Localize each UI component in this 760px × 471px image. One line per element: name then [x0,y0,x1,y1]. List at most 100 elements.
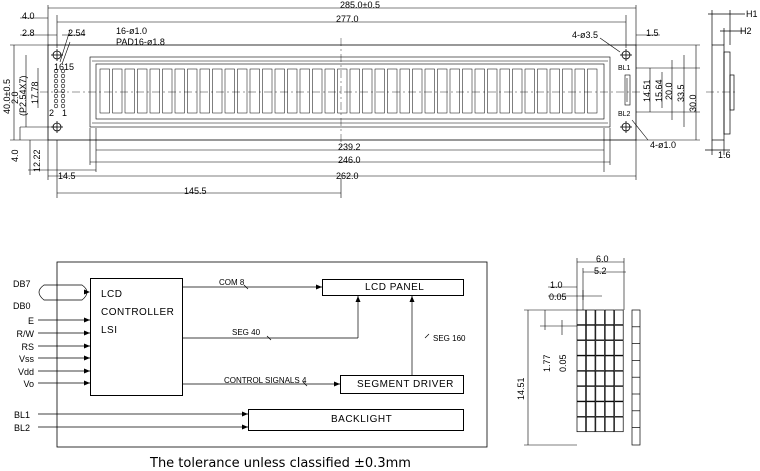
dim-v-0-05: 0.05 [558,354,568,372]
pin-pad [53,103,59,109]
pin-pad [60,83,66,89]
controller-line-2: CONTROLLER [101,307,175,318]
block-diagram-frame [56,261,488,448]
pin-pad [53,98,59,104]
controller-block: LCD CONTROLLER LSI [90,278,183,396]
dot-cell [614,324,624,341]
pin-pad [53,83,59,89]
mount-holes [51,49,632,133]
input-bl1: BL1 [14,410,31,420]
dim-dot-14-51: 14.51 [516,377,526,400]
input-vdd: Vdd [17,367,34,377]
char-cell [537,68,548,114]
char-cell [237,68,248,114]
pin-pad [53,88,59,94]
input-db0: DB0 [13,301,31,311]
input-rw: R/W [16,329,35,339]
dot-cell [604,416,615,433]
char-cell [287,68,298,114]
pin-pads [53,68,66,109]
dot-cell [586,386,596,402]
right-dimension-lines [631,44,700,141]
dot-cell [586,370,596,387]
pin-1-label: 1 [62,108,68,118]
char-cell [337,68,348,114]
dot-cell [595,416,605,433]
char-cell [349,68,360,114]
center-lines [40,38,738,150]
signal-control: CONTROL SIGNALS 4 [224,376,307,385]
dot-cell [586,324,596,341]
dot-cell [614,340,624,356]
char-cell [424,68,435,114]
dot-cell [595,401,605,417]
dim-20: 20.0 [664,82,674,100]
dim-14-51: 14.51 [642,79,652,102]
dot-cell [604,324,615,341]
block-diagram-lines [38,284,430,428]
dot-cell [604,355,615,371]
char-cell [474,68,485,114]
char-cell [99,68,110,114]
dim-pitch-2-54: 2.54 [68,28,86,38]
dot-cell [586,340,596,356]
dot-cell [595,324,605,341]
char-cell [262,68,273,114]
pin-pad [53,78,59,84]
char-cell [387,68,398,114]
pin-pad [60,78,66,84]
dim-bottom-4: 4.0 [10,149,20,162]
char-cell [299,68,310,114]
dim-1-0: 1.0 [550,280,563,290]
char-cell [174,68,185,114]
pin-16-label: 16 [54,62,65,72]
char-cell [574,68,585,114]
holes-1-0-label: 4-ø1.0 [650,140,677,150]
dot-cell [576,386,586,402]
char-cell [524,68,535,114]
dot-cell [576,401,586,417]
dot-matrix-grid [576,309,641,446]
char-cell [487,68,498,114]
dim-overall-width: 285.0±0.5 [340,0,380,10]
input-vo: Vo [23,379,34,389]
backlight-pads [624,74,631,106]
dot-cell [595,355,605,371]
dim-277: 277.0 [336,14,359,24]
pin-pad [60,68,66,74]
dot-cell [586,416,596,433]
dim-246: 246.0 [338,155,361,165]
char-cell [412,68,423,114]
dim-1-77: 1.77 [542,354,552,372]
pin-2-label: 2 [49,108,55,118]
char-cell [449,68,460,114]
pad-size-label: PAD16-ø1.8 [116,37,165,47]
tolerance-note: The tolerance unless classified ±0.3mm [150,456,411,471]
dot-cell [576,355,586,371]
pin-15-label: 15 [64,62,75,72]
input-rs: RS [21,342,34,352]
dot-cell [604,370,615,387]
dim-right-1-5: 1.5 [646,28,659,38]
char-cell [324,68,335,114]
char-cell [399,68,410,114]
input-e: E [27,316,34,326]
char-cell [462,68,473,114]
char-cell [499,68,510,114]
dot-cell [586,401,596,417]
char-cell [224,68,235,114]
backlight-label: BACKLIGHT [331,414,393,425]
signal-seg160: SEG 160 [433,334,466,343]
dot-cell [576,309,586,325]
dot-cell [614,386,624,402]
input-vss: Vss [18,354,34,364]
dim-145-5: 145.5 [184,186,207,196]
dot-cell [604,386,615,402]
pin-pad [60,73,66,79]
dot-cell [614,370,624,387]
input-bl2: BL2 [14,423,31,433]
char-cell [149,68,160,114]
controller-line-1: LCD [101,289,123,300]
char-cell [562,68,573,114]
char-cell [587,68,598,114]
